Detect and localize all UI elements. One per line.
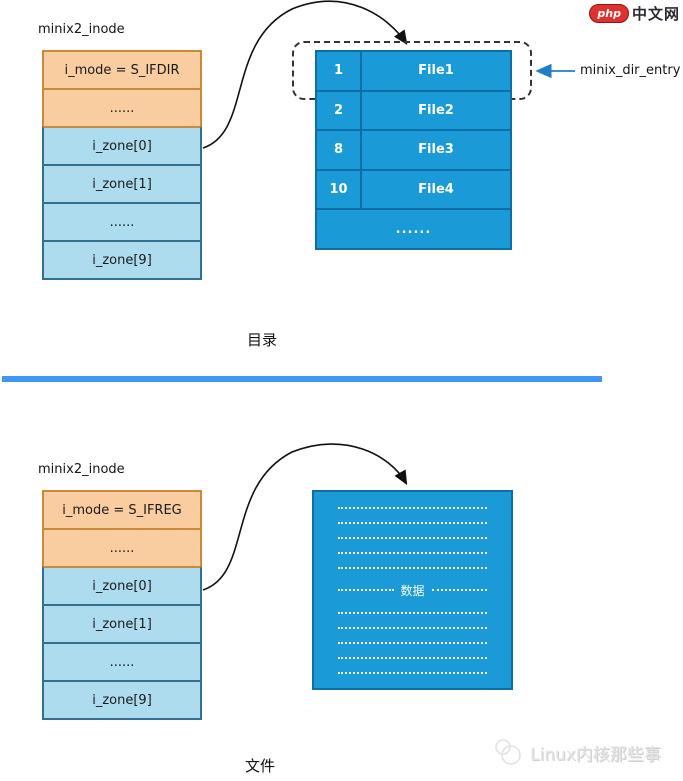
data-dotted-line [338, 566, 487, 569]
data-dotted-line [338, 656, 487, 659]
inode-row-izone0: i_zone[0] [42, 566, 202, 606]
inode-table-directory: i_mode = S_IFDIR ...... i_zone[0] i_zone… [42, 50, 202, 280]
dir-entry-file-name: File1 [418, 63, 454, 79]
inode-row-imode: i_mode = S_IFREG [42, 490, 202, 530]
inode-row-izone9: i_zone[9] [42, 680, 202, 720]
section-caption-file: 文件 [245, 757, 276, 775]
dir-entry-inode-number: 10 [317, 170, 362, 209]
section-divider [2, 376, 602, 382]
section-caption-directory: 目录 [247, 331, 278, 349]
site-logo-text: 中文网 [631, 5, 680, 23]
dir-entry-inode-number: 1 [317, 52, 362, 90]
dir-entry-row-more: ...... [317, 210, 510, 248]
inode-title-file: minix2_inode [38, 462, 125, 477]
dir-entry-more: ...... [395, 221, 432, 237]
data-dotted-line [338, 521, 487, 524]
inode-table-file: i_mode = S_IFREG ...... i_zone[0] i_zone… [42, 490, 202, 720]
inode-title-directory: minix2_inode [38, 22, 125, 37]
data-dotted-line [338, 611, 487, 614]
inode-row-izone1: i_zone[1] [42, 604, 202, 644]
data-dotted-line [431, 589, 488, 591]
file-data-block: 数据 [312, 490, 513, 690]
dir-entry-row: 8 File3 [317, 131, 510, 171]
dir-entry-table: 1 File1 2 File2 8 File3 10 File4 ...... [315, 50, 512, 250]
dir-entry-inode-number: 8 [317, 131, 362, 169]
dir-entry-row: 10 File4 [317, 170, 510, 211]
inode-row-izone0: i_zone[0] [42, 126, 202, 166]
data-label-row: 数据 [338, 582, 488, 599]
inode-row-ellipsis: ...... [42, 528, 202, 568]
data-dotted-line [338, 641, 487, 644]
data-dotted-line [338, 671, 487, 674]
inode-row-ellipsis: ...... [42, 88, 202, 128]
watermark: Linux内核那些事 [492, 738, 661, 766]
site-logo: php 中文网 [589, 3, 680, 24]
dir-entry-file-name: File4 [418, 182, 454, 198]
dir-entry-row: 1 File1 [317, 52, 510, 92]
inode-row-izone1: i_zone[1] [42, 164, 202, 204]
dir-entry-file-name: File2 [418, 102, 454, 118]
data-dotted-line [338, 506, 487, 509]
data-dotted-line [338, 551, 487, 554]
dir-entry-row: 2 File2 [317, 91, 510, 132]
data-dotted-line [338, 626, 487, 629]
dir-entry-inode-number: 2 [317, 91, 362, 130]
inode-row-ellipsis: ...... [42, 202, 202, 242]
data-dotted-line [338, 589, 394, 591]
watermark-text: Linux内核那些事 [530, 744, 661, 765]
inode-row-ellipsis: ...... [42, 642, 202, 682]
data-label: 数据 [400, 583, 425, 598]
data-dotted-line [338, 536, 487, 539]
dir-entry-file-name: File3 [418, 142, 454, 158]
minix-dir-entry-label: minix_dir_entry [580, 63, 681, 78]
php-logo-badge: php [589, 4, 629, 23]
inode-row-imode: i_mode = S_IFDIR [42, 50, 202, 90]
watermark-penguin-icon [495, 739, 521, 765]
inode-row-izone9: i_zone[9] [42, 240, 202, 280]
